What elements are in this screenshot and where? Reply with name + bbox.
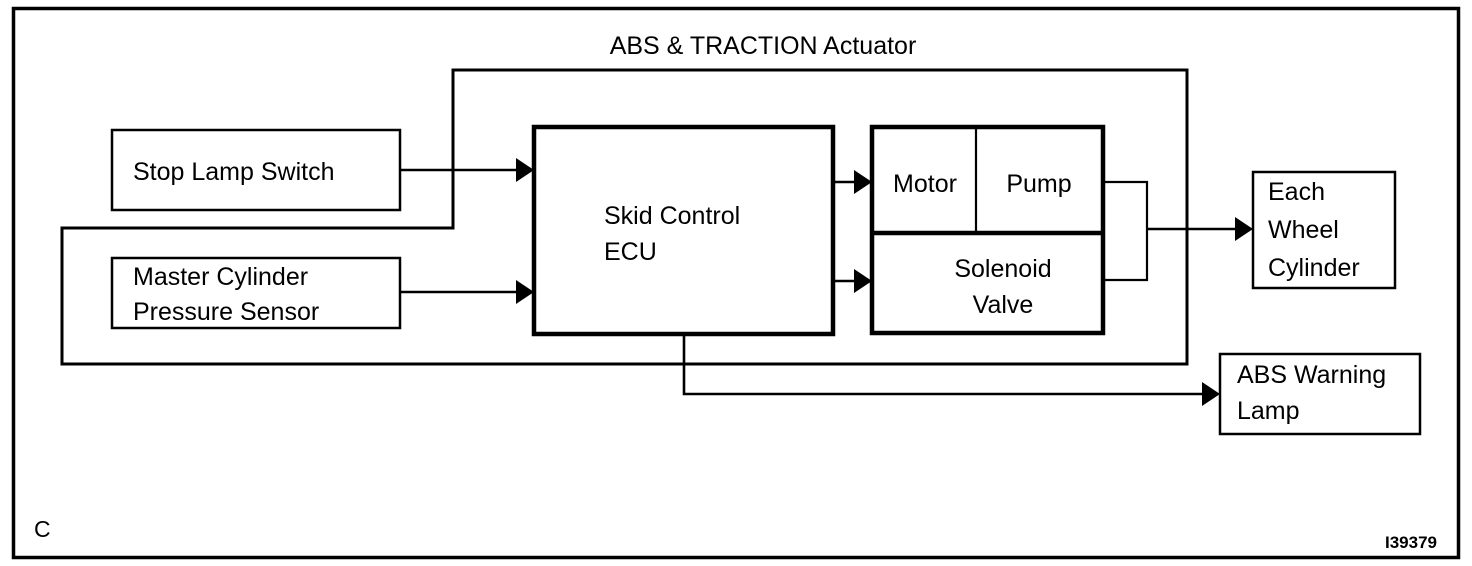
connector-actuator-to-wheel-cylinder — [1103, 180, 1253, 282]
actuator-assembly-box — [869, 124, 1106, 336]
actuator-boundary-outline — [60, 68, 1189, 366]
each-wheel-cylinder-label-line2: Wheel — [1268, 216, 1339, 244]
abs-warning-lamp-label-line1: ABS Warning — [1237, 361, 1386, 389]
outer-frame — [11, 6, 1461, 560]
connector-stop-lamp-to-ecu — [400, 158, 534, 182]
corner-label: C — [34, 516, 51, 542]
skid-control-ecu-label-line1: Skid Control — [604, 202, 740, 230]
motor-label: Motor — [893, 170, 957, 198]
each-wheel-cylinder-box — [1251, 170, 1397, 290]
block-abs-warning-lamp: ABS Warning Lamp — [1218, 352, 1422, 436]
arrowhead-icon — [516, 280, 534, 304]
abs-warning-lamp-label-line2: Lamp — [1237, 397, 1300, 425]
abs-warning-lamp-box — [1218, 352, 1422, 436]
arrowhead-icon — [854, 269, 872, 293]
solenoid-valve-label-line2: Valve — [973, 291, 1034, 319]
master-cylinder-pressure-sensor-label-line1: Master Cylinder — [133, 263, 308, 291]
connector-line — [682, 334, 1202, 396]
diagram-title: ABS & TRACTION Actuator — [610, 32, 917, 60]
block-stop-lamp-switch: Stop Lamp Switch — [110, 128, 402, 212]
block-actuator-assembly: Motor Pump Solenoid Valve — [869, 124, 1106, 336]
master-cylinder-pressure-sensor-label-line2: Pressure Sensor — [133, 298, 319, 326]
arrowhead-icon — [516, 158, 534, 182]
block-skid-control-ecu: Skid Control ECU — [531, 124, 836, 337]
skid-control-ecu-box — [531, 124, 836, 337]
each-wheel-cylinder-label-line3: Cylinder — [1268, 254, 1360, 282]
reference-code: I39379 — [1385, 533, 1437, 552]
connector-pressure-sensor-to-ecu — [400, 280, 534, 304]
each-wheel-cylinder-label-line1: Each — [1268, 178, 1325, 206]
stop-lamp-switch-label: Stop Lamp Switch — [133, 158, 335, 186]
pump-label: Pump — [1006, 170, 1071, 198]
connector-ecu-to-solenoid-valve — [833, 269, 872, 293]
skid-control-ecu-label-line2: ECU — [604, 238, 657, 266]
solenoid-valve-label-line1: Solenoid — [954, 255, 1051, 283]
arrowhead-icon — [854, 170, 872, 194]
block-each-wheel-cylinder: Each Wheel Cylinder — [1251, 170, 1397, 290]
arrowhead-icon — [1235, 217, 1253, 241]
connector-ecu-to-motor-pump — [833, 170, 872, 194]
block-master-cylinder-pressure-sensor: Master Cylinder Pressure Sensor — [110, 256, 402, 330]
connector-ecu-to-abs-warning-lamp — [682, 334, 1220, 406]
output-merge-bracket — [1103, 180, 1149, 282]
arrowhead-icon — [1202, 382, 1220, 406]
stop-lamp-switch-box — [110, 128, 402, 212]
